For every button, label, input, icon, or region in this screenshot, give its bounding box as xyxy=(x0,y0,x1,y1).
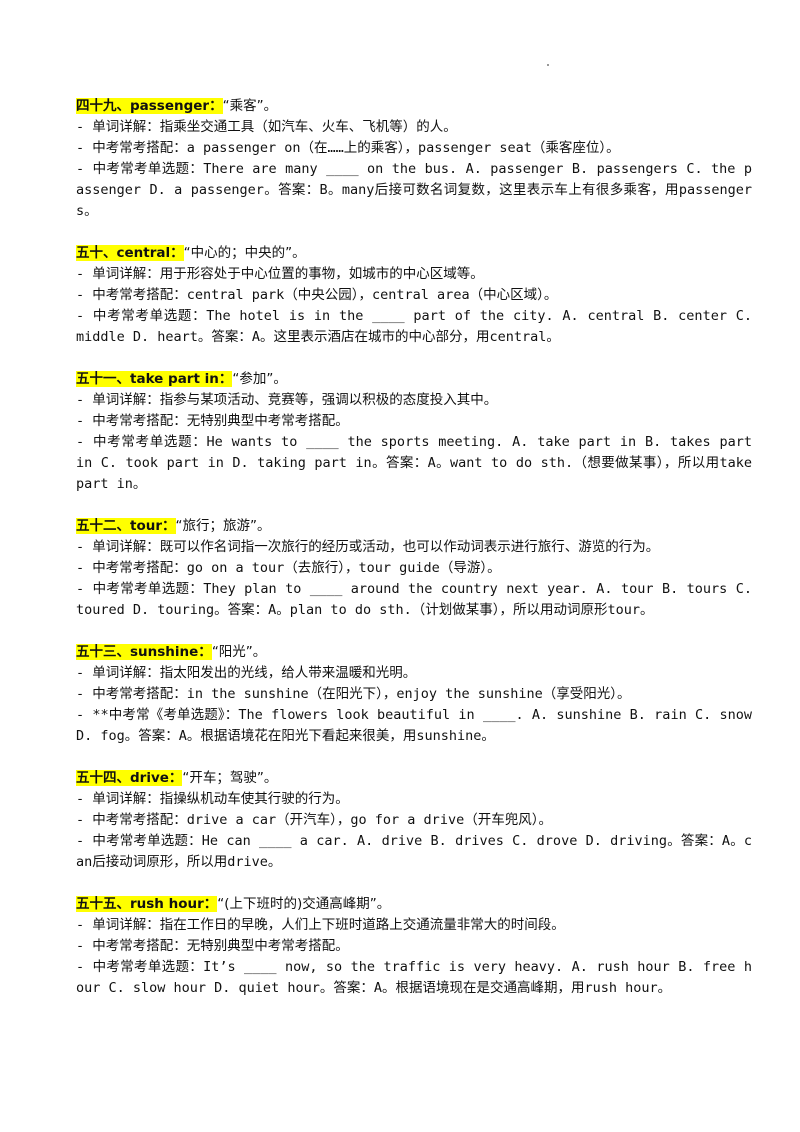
entry-tour: 五十二、tour：“旅行；旅游”。 - 单词详解：既可以作名词指一次旅行的经历或… xyxy=(76,516,752,621)
choice-question: - 中考常考单选题：He can ____ a car. A. drive B.… xyxy=(76,833,752,870)
common-collocations: - 中考常考搭配：a passenger on（在……上的乘客），passeng… xyxy=(76,140,620,156)
word-explanation: - 单词详解：指操纵机动车使其行驶的行为。 xyxy=(76,791,349,807)
entry-term: 五十四、drive： xyxy=(76,770,183,786)
word-explanation: - 单词详解：既可以作名词指一次旅行的经历或活动，也可以作动词表示进行旅行、游览… xyxy=(76,539,660,555)
choice-question: - 中考常考单选题：It’s ____ now, so the traffic … xyxy=(76,959,752,996)
entry-term: 五十一、take part in： xyxy=(76,371,233,387)
entry-heading: 五十三、sunshine：“阳光”。 xyxy=(76,642,752,663)
entry-central: 五十、central：“中心的；中央的”。 - 单词详解：用于形容处于中心位置的… xyxy=(76,243,752,348)
entry-heading: 五十四、drive：“开车；驾驶”。 xyxy=(76,768,752,789)
entry-term: 四十九、passenger： xyxy=(76,98,223,114)
word-explanation: - 单词详解：用于形容处于中心位置的事物，如城市的中心区域等。 xyxy=(76,266,484,282)
common-collocations: - 中考常考搭配：central park（中央公园），central area… xyxy=(76,287,558,303)
choice-question: - 中考常考单选题：The hotel is in the ____ part … xyxy=(76,308,752,345)
choice-question: - **中考常《考单选题》：The flowers look beautiful… xyxy=(76,707,752,744)
entry-heading: 五十、central：“中心的；中央的”。 xyxy=(76,243,752,264)
choice-question: - 中考常考单选题：They plan to ____ around the c… xyxy=(76,581,752,618)
word-explanation: - 单词详解：指乘坐交通工具（如汽车、火车、飞机等）的人。 xyxy=(76,119,457,135)
scan-dot xyxy=(547,64,549,66)
common-collocations: - 中考常考搭配：in the sunshine（在阳光下），enjoy the… xyxy=(76,686,631,702)
choice-question: - 中考常考单选题：He wants to ____ the sports me… xyxy=(76,434,752,492)
document-body: 四十九、passenger：“乘客”。 - 单词详解：指乘坐交通工具（如汽车、火… xyxy=(76,96,752,1020)
word-explanation: - 单词详解：指太阳发出的光线，给人带来温暖和光明。 xyxy=(76,665,417,681)
entry-meaning: “中心的；中央的”。 xyxy=(183,245,306,261)
entry-heading: 五十五、rush hour：“(上下班时的)交通高峰期”。 xyxy=(76,894,752,915)
entry-meaning: “旅行；旅游”。 xyxy=(175,518,271,534)
common-collocations: - 中考常考搭配：go on a tour（去旅行），tour guide（导游… xyxy=(76,560,501,576)
entry-meaning: “开车；驾驶”。 xyxy=(182,770,278,786)
entry-term: 五十二、tour： xyxy=(76,518,176,534)
entry-heading: 五十一、take part in：“参加”。 xyxy=(76,369,752,390)
choice-question: - 中考常考单选题：There are many ____ on the bus… xyxy=(76,161,752,219)
entry-heading: 五十二、tour：“旅行；旅游”。 xyxy=(76,516,752,537)
entry-sunshine: 五十三、sunshine：“阳光”。 - 单词详解：指太阳发出的光线，给人带来温… xyxy=(76,642,752,747)
entry-rush-hour: 五十五、rush hour：“(上下班时的)交通高峰期”。 - 单词详解：指在工… xyxy=(76,894,752,999)
entry-meaning: “(上下班时的)交通高峰期”。 xyxy=(217,896,391,912)
entry-term: 五十五、rush hour： xyxy=(76,896,218,912)
entry-meaning: “阳光”。 xyxy=(211,644,267,660)
entry-term: 五十三、sunshine： xyxy=(76,644,212,660)
common-collocations: - 中考常考搭配：无特别典型中考常考搭配。 xyxy=(76,413,349,429)
word-explanation: - 单词详解：指参与某项活动、竞赛等，强调以积极的态度投入其中。 xyxy=(76,392,498,408)
entry-passenger: 四十九、passenger：“乘客”。 - 单词详解：指乘坐交通工具（如汽车、火… xyxy=(76,96,752,222)
entry-drive: 五十四、drive：“开车；驾驶”。 - 单词详解：指操纵机动车使其行驶的行为。… xyxy=(76,768,752,873)
word-explanation: - 单词详解：指在工作日的早晚，人们上下班时道路上交通流量非常大的时间段。 xyxy=(76,917,565,933)
entry-take-part-in: 五十一、take part in：“参加”。 - 单词详解：指参与某项活动、竞赛… xyxy=(76,369,752,495)
entry-heading: 四十九、passenger：“乘客”。 xyxy=(76,96,752,117)
common-collocations: - 中考常考搭配：drive a car（开汽车），go for a drive… xyxy=(76,812,552,828)
entry-meaning: “乘客”。 xyxy=(222,98,278,114)
entry-meaning: “参加”。 xyxy=(232,371,287,387)
entry-term: 五十、central： xyxy=(76,245,184,261)
common-collocations: - 中考常考搭配：无特别典型中考常考搭配。 xyxy=(76,938,349,954)
